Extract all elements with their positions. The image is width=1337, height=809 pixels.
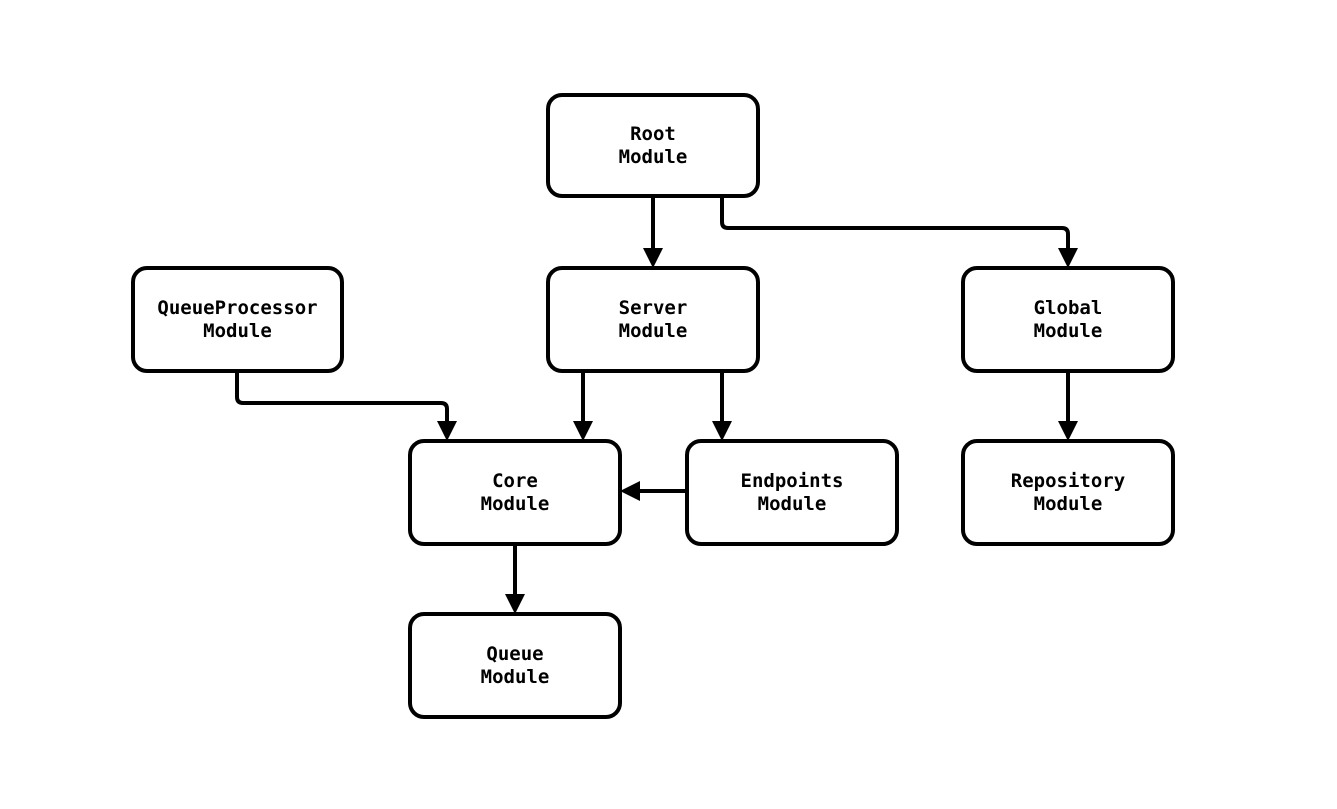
node-box[interactable]	[408, 612, 622, 719]
node-label-primary: Core	[492, 470, 538, 492]
node-label-primary: Endpoints	[741, 470, 844, 492]
node-box[interactable]	[131, 266, 344, 373]
node-label-primary: Repository	[1011, 470, 1125, 492]
node-label-primary: Queue	[486, 643, 543, 665]
node-label-secondary: Module	[1034, 320, 1103, 342]
nodes-layer: RootModuleQueueProcessorModuleServerModu…	[131, 93, 1175, 719]
arrowhead-icon	[1058, 421, 1078, 441]
arrowhead-icon	[712, 421, 732, 441]
node-box[interactable]	[961, 439, 1175, 546]
node-label-secondary: Module	[481, 493, 550, 515]
node-box[interactable]	[546, 266, 760, 373]
edge-line	[720, 196, 1070, 251]
edge-server-to-core	[573, 371, 593, 441]
edge-server-to-endpoints	[712, 371, 732, 441]
arrowhead-icon	[573, 421, 593, 441]
node-label-secondary: Module	[481, 666, 550, 688]
node-label-primary: Root	[630, 123, 676, 145]
edge-global-to-repository	[1058, 371, 1078, 441]
node-box[interactable]	[408, 439, 622, 546]
arrowhead-icon	[437, 421, 457, 441]
arrowhead-icon	[643, 248, 663, 268]
node-label-primary: Server	[619, 297, 688, 319]
node-box[interactable]	[685, 439, 899, 546]
edge-line	[235, 371, 449, 424]
edges-layer	[235, 196, 1078, 614]
arrowhead-icon	[620, 481, 640, 501]
node-label-secondary: Module	[203, 320, 272, 342]
node-label-secondary: Module	[619, 146, 688, 168]
node-label-primary: Global	[1034, 297, 1103, 319]
node-label-secondary: Module	[1034, 493, 1103, 515]
node-box[interactable]	[961, 266, 1175, 373]
node-label-primary: QueueProcessor	[157, 297, 317, 319]
edge-core-to-queue	[505, 544, 525, 614]
arrowhead-icon	[1058, 248, 1078, 268]
edge-root-to-server	[643, 196, 663, 268]
node-box[interactable]	[546, 93, 760, 198]
node-label-secondary: Module	[758, 493, 827, 515]
edge-endpoints-to-core	[620, 481, 687, 501]
node-label-secondary: Module	[619, 320, 688, 342]
arrowhead-icon	[505, 594, 525, 614]
edge-root-to-global	[720, 196, 1078, 268]
edge-queueprocessor-to-core	[235, 371, 457, 441]
